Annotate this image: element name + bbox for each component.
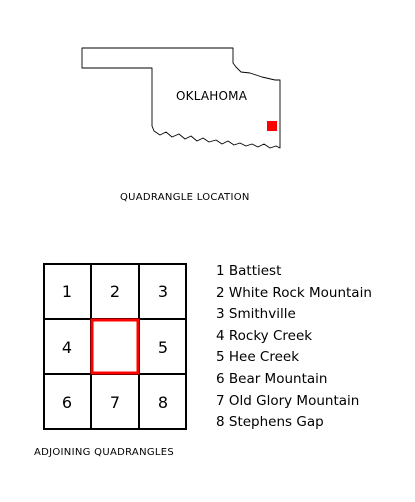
legend-item: 6 Bear Mountain: [216, 370, 328, 387]
grid-cell-1: 1: [61, 281, 73, 301]
adjoining-quadrangles-grid: 1 2 3 4 5 6 7 8: [43, 263, 187, 430]
grid-cell-7: 7: [109, 392, 121, 412]
legend-item: 7 Old Glory Mountain: [216, 392, 360, 409]
legend-item: 4 Rocky Creek: [216, 327, 313, 344]
adjoining-quadrangles-caption: ADJOINING QUADRANGLES: [34, 447, 175, 458]
quadrangle-legend: 1 Battiest 2 White Rock Mountain 3 Smith…: [216, 261, 372, 434]
grid-border: [43, 263, 187, 430]
legend-item: 3 Smithville: [216, 306, 296, 323]
grid-cell-3: 3: [157, 281, 169, 301]
legend-item: 8 Stephens Gap: [216, 414, 324, 431]
grid-cell-2: 2: [109, 281, 121, 301]
grid-cell-8: 8: [157, 392, 169, 412]
grid-cell-5: 5: [157, 337, 169, 357]
grid-cell-6: 6: [61, 392, 73, 412]
oklahoma-outline-map: [81, 47, 281, 149]
grid-cell-4: 4: [61, 337, 73, 357]
current-quadrangle-highlight: [90, 318, 140, 375]
quadrangle-location-caption: QUADRANGLE LOCATION: [120, 192, 250, 203]
oklahoma-outline: [81, 47, 281, 149]
state-name-label: OKLAHOMA: [176, 89, 248, 103]
quadrangle-location-marker: [267, 121, 277, 131]
legend-item: 5 Hee Creek: [216, 349, 300, 366]
legend-item: 1 Battiest: [216, 263, 282, 279]
legend-item: 2 White Rock Mountain: [216, 284, 372, 301]
grid-lines: [43, 263, 187, 430]
